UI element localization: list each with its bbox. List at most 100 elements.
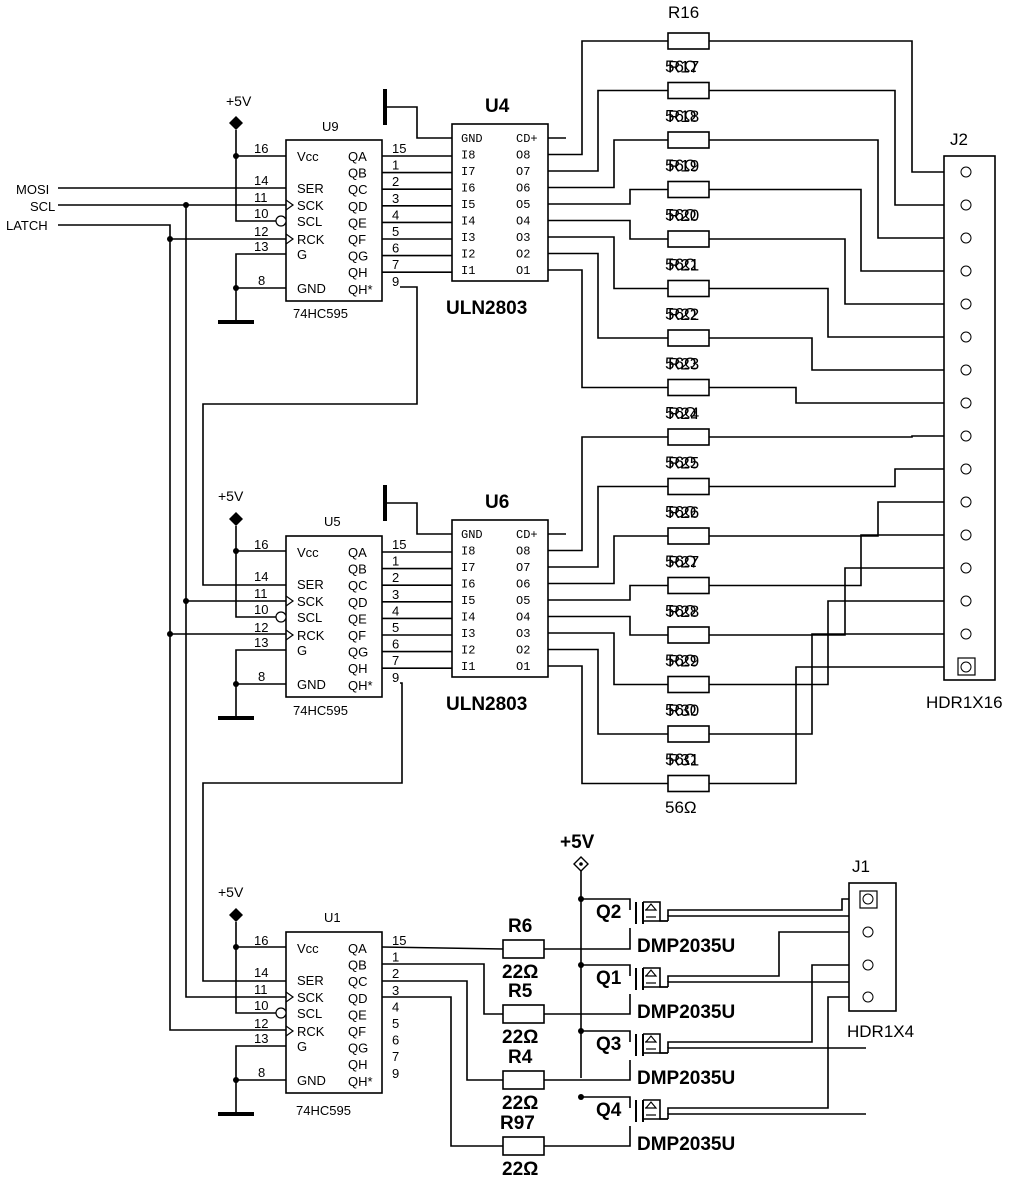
- u6-type: ULN2803: [446, 694, 527, 715]
- gate-resistor-body: [502, 939, 545, 959]
- scl-label: SCL: [30, 199, 55, 214]
- sr-out-num: 3: [392, 587, 399, 602]
- sr-pin-num: 8: [258, 669, 265, 684]
- driver-out-label: O5: [516, 198, 530, 212]
- sr-out-num: 5: [392, 620, 399, 635]
- driver-in-label: I5: [461, 198, 475, 212]
- sr-out-num: 4: [392, 603, 399, 618]
- latch-wire: [58, 224, 286, 240]
- resistor-value: 56Ω: [665, 156, 697, 175]
- resistor-value: 56Ω: [665, 305, 697, 324]
- sr-pin-name: SCK: [297, 198, 324, 213]
- sr-pin-name: GND: [297, 677, 326, 692]
- vcc-big-label: +5V: [560, 832, 595, 853]
- r16-ref: R16: [668, 3, 699, 22]
- driver-out-label: O2: [516, 644, 530, 658]
- driver-in-label: I5: [461, 594, 475, 608]
- resistor-ref: R20: [668, 206, 699, 225]
- driver-out-label: O1: [516, 264, 530, 278]
- j2-pin: [960, 331, 972, 343]
- gate-resistor-body: [502, 1070, 545, 1090]
- u4-type: ULN2803: [446, 298, 527, 319]
- sr-out-num: 6: [392, 637, 399, 652]
- sr-pin-num: 16: [254, 537, 268, 552]
- u4-ref: U4: [485, 96, 510, 117]
- j2-pin: [960, 496, 972, 508]
- resistor-body: [667, 527, 710, 545]
- resistor-value: 56Ω: [665, 750, 697, 769]
- driver-out-label: O6: [516, 182, 530, 196]
- driver-in-label: I3: [461, 231, 475, 245]
- sr-pin-num: 16: [254, 933, 268, 948]
- sr-out-num: 1: [392, 158, 399, 173]
- j2-pin: [960, 166, 972, 178]
- driver-in-label: I3: [461, 627, 475, 641]
- resistor-ref: R23: [668, 355, 699, 374]
- resistor-ref: R26: [668, 503, 699, 522]
- resistor-value: 56Ω: [665, 701, 697, 720]
- driver-out-label: O4: [516, 611, 530, 625]
- sr-pin-num: 11: [254, 190, 268, 205]
- j2-pin: [960, 661, 972, 673]
- sr-out-name: QE: [348, 1007, 367, 1022]
- driver-pins: GNDI8I7I6I5I4I3I2I1CD+O8O7O6O5O4O3O2O1GN…: [461, 132, 538, 674]
- sr-out-num: 15: [392, 537, 406, 552]
- j2-pin: [960, 562, 972, 574]
- sr-out-num: 4: [392, 207, 399, 222]
- gate-resistor-ref: R5: [508, 981, 533, 1002]
- sr-pin-num: 14: [254, 569, 268, 584]
- resistor-ref: R30: [668, 701, 699, 720]
- sr-out-name: QA: [348, 545, 367, 560]
- sr-out-name: QC: [348, 578, 368, 593]
- sr-pin-name: RCK: [297, 232, 325, 247]
- sr-pin-name: SER: [297, 577, 324, 592]
- resistor-body: [667, 774, 710, 793]
- j2-pin: [960, 364, 972, 376]
- resistor-bank: 56ΩR1756ΩR1856ΩR1956ΩR2056ΩR2156ΩR2256ΩR…: [548, 32, 964, 793]
- gate-resistor-body: [502, 1136, 545, 1156]
- sr-out-name: QD: [348, 991, 368, 1006]
- resistor-body: [667, 32, 710, 50]
- resistor-value: 56Ω: [665, 651, 697, 670]
- resistor-ref: R22: [668, 305, 699, 324]
- driver-u6: U6 ULN2803: [383, 485, 566, 715]
- sr-out-num: 15: [392, 141, 406, 156]
- sr-out-name: QE: [348, 611, 367, 626]
- chain-u9-u5: [202, 286, 418, 586]
- sr-pin-name: SER: [297, 181, 324, 196]
- resistor-ref: R29: [668, 652, 699, 671]
- driver-in-label: I1: [461, 264, 475, 278]
- sr-out-name: QG: [348, 249, 368, 264]
- sr-pin-num: 13: [254, 239, 268, 254]
- driver-in-label: I6: [461, 182, 475, 196]
- sr-pin-num: 16: [254, 141, 268, 156]
- sr-out-name: QC: [348, 974, 368, 989]
- sr-out-num: 7: [392, 653, 399, 668]
- driver-in-label: I7: [461, 165, 475, 179]
- resistor-body: [667, 329, 710, 347]
- gate-resistor-value: 22Ω: [502, 962, 538, 983]
- latch-label: LATCH: [6, 218, 48, 233]
- j2-pin: [960, 298, 972, 310]
- sr-out-num: 7: [392, 1049, 399, 1064]
- resistor-ref: R21: [668, 256, 699, 275]
- sr-out-name: QB: [348, 958, 367, 973]
- driver-in-label: I8: [461, 545, 475, 559]
- driver-out-label: O3: [516, 627, 530, 641]
- sr-out-num: 5: [392, 1016, 399, 1031]
- driver-out-label: O8: [516, 545, 530, 559]
- u6-ref: U6: [485, 492, 509, 513]
- sr-out-name: QD: [348, 199, 368, 214]
- resistor-value: 56Ω: [665, 503, 697, 522]
- resistor-body: [667, 378, 710, 397]
- sr-out-name: QH*: [348, 282, 373, 297]
- driver-out-label: CD+: [516, 132, 538, 146]
- driver-in-label: I4: [461, 611, 475, 625]
- driver-in-label: GND: [461, 528, 483, 542]
- gate-resistor-value: 22Ω: [502, 1159, 538, 1180]
- sr-pin-num: 14: [254, 173, 268, 188]
- driver-in-label: I6: [461, 578, 475, 592]
- mosfet-ref: Q1: [596, 968, 622, 989]
